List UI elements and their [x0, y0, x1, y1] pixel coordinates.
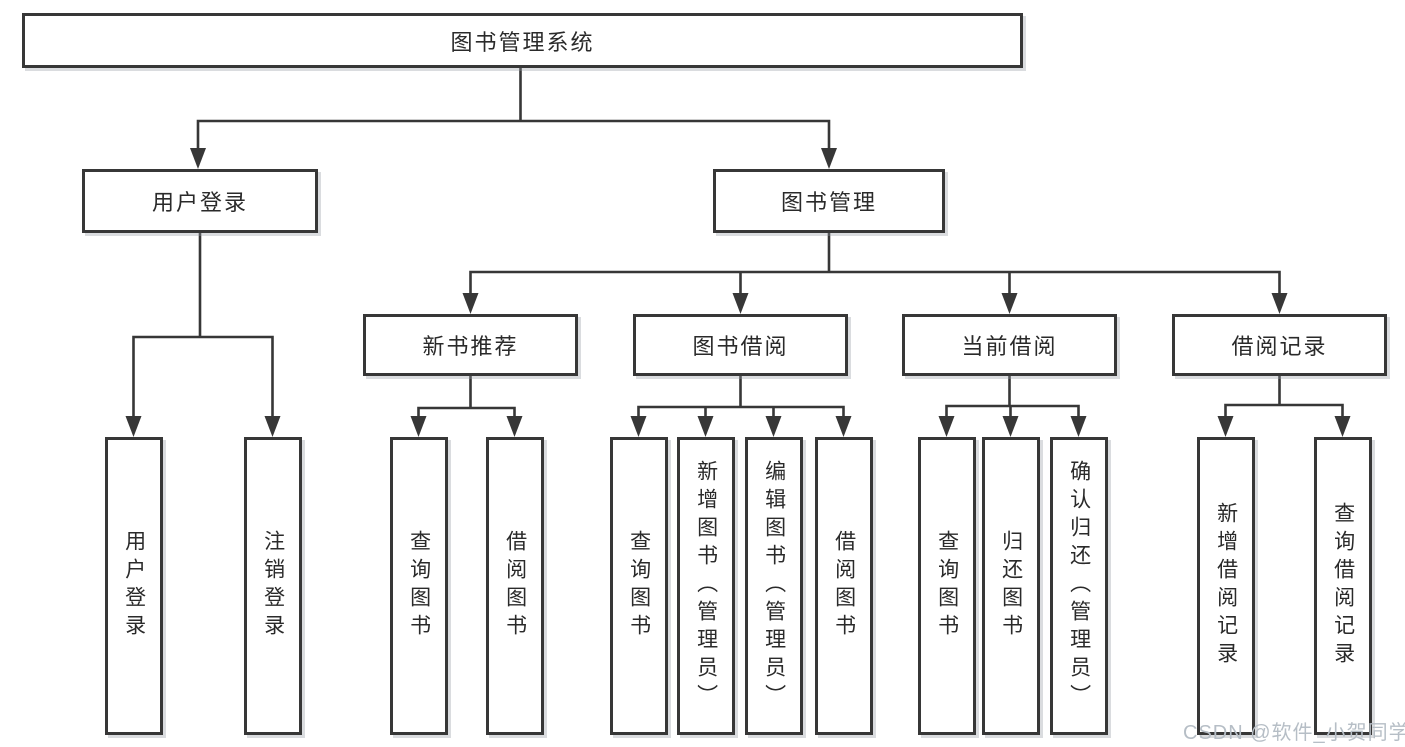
node-label: 图书管理系统: [450, 29, 595, 55]
leaf-label: 查询图书: [407, 530, 431, 642]
leaf-query-books-recommend: 查询图书: [390, 437, 448, 735]
leaf-confirm-return-admin: 确认归还（管理员）: [1050, 437, 1108, 735]
node-library-management-system: 图书管理系统: [22, 13, 1023, 68]
leaf-label: 归还图书: [999, 530, 1023, 642]
leaf-label: 新增借阅记录: [1214, 502, 1238, 670]
leaf-return-books: 归还图书: [982, 437, 1040, 735]
leaf-label: 新增图书（管理员）: [694, 460, 718, 712]
leaf-user-login: 用户登录: [105, 437, 163, 735]
leaf-label: 查询图书: [627, 530, 651, 642]
node-borrowing-records: 借阅记录: [1172, 314, 1387, 376]
leaf-add-book-admin: 新增图书（管理员）: [677, 437, 735, 735]
leaf-edit-book-admin: 编辑图书（管理员）: [745, 437, 803, 735]
node-label: 当前借阅: [961, 334, 1058, 359]
node-label: 用户登录: [151, 190, 248, 215]
leaf-label: 借阅图书: [503, 530, 527, 642]
watermark: CSDN @软件_小贺同学: [1183, 722, 1405, 744]
node-book-management: 图书管理: [713, 169, 945, 233]
leaf-label: 查询图书: [935, 530, 959, 642]
leaf-label: 确认归还（管理员）: [1067, 460, 1091, 712]
node-label: 借阅记录: [1231, 334, 1328, 359]
node-label: 图书借阅: [692, 334, 789, 359]
leaf-label: 借阅图书: [832, 530, 856, 642]
node-new-book-recommendation: 新书推荐: [363, 314, 578, 376]
leaf-label: 查询借阅记录: [1331, 502, 1355, 670]
leaf-query-borrow-record: 查询借阅记录: [1314, 437, 1372, 735]
node-book-borrowing: 图书借阅: [633, 314, 848, 376]
leaf-query-books-borrow: 查询图书: [610, 437, 668, 735]
node-current-borrowing: 当前借阅: [902, 314, 1117, 376]
leaf-label: 编辑图书（管理员）: [762, 460, 786, 712]
leaf-query-books-current: 查询图书: [918, 437, 976, 735]
leaf-label: 用户登录: [122, 530, 146, 642]
leaf-add-borrow-record: 新增借阅记录: [1197, 437, 1255, 735]
node-user-login: 用户登录: [82, 169, 318, 233]
leaf-label: 注销登录: [261, 530, 285, 642]
node-label: 图书管理: [780, 190, 877, 215]
leaf-borrow-books: 借阅图书: [815, 437, 873, 735]
leaf-logout: 注销登录: [244, 437, 302, 735]
leaf-borrow-books-recommend: 借阅图书: [486, 437, 544, 735]
node-label: 新书推荐: [422, 334, 519, 359]
